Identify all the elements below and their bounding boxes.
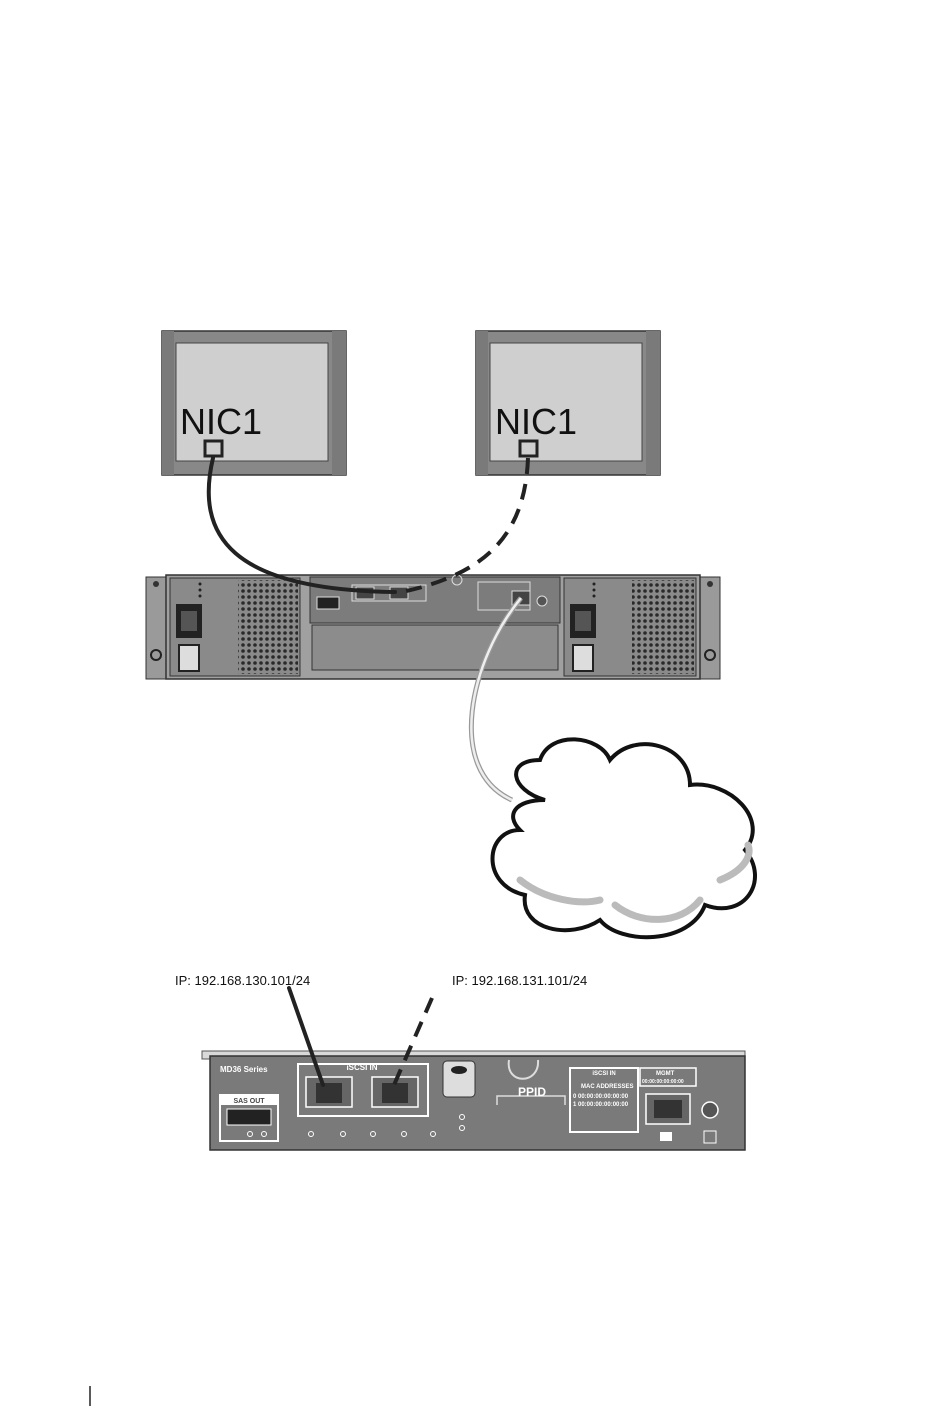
raid-controller-detail: MD36 Series SAS OUT iSCSI IN: [202, 1051, 745, 1150]
host-server-1: NIC1: [162, 331, 346, 475]
controller-slot-blank: [312, 625, 558, 670]
host1-nic-label: NIC1: [180, 401, 262, 442]
series-label: MD36 Series: [220, 1065, 268, 1074]
ip-label-port1: IP: 192.168.131.101/24: [452, 973, 587, 988]
sas-out-port[interactable]: [227, 1109, 271, 1125]
mgmt-mac: 00:00:00:00:00:00: [642, 1079, 684, 1085]
power-supply-left: [170, 578, 300, 676]
mac-row-0: 0 00:00:00:00:00:00: [573, 1094, 629, 1100]
mac-panel-title: iSCSI IN: [592, 1071, 615, 1077]
storage-array-rear: [146, 575, 720, 679]
host2-nic-label: NIC1: [495, 401, 577, 442]
serial-port[interactable]: [702, 1102, 718, 1118]
network-icon: [660, 1132, 672, 1141]
sas-out-label: SAS OUT: [233, 1098, 265, 1105]
host2-cable: [402, 458, 528, 592]
ppid-label: PPID: [518, 1085, 546, 1099]
iscsi-in-label: iSCSI IN: [346, 1063, 377, 1072]
power-supply-right: [564, 578, 696, 676]
power-switch[interactable]: [179, 645, 199, 671]
host1-cable: [209, 458, 395, 592]
network-cloud-icon: [493, 739, 756, 937]
mac-addresses-label: MAC ADDRESSES: [581, 1084, 633, 1090]
mgmt-label: MGMT: [656, 1071, 675, 1077]
ip-label-port0: IP: 192.168.130.101/24: [175, 973, 310, 988]
power-switch[interactable]: [573, 645, 593, 671]
host-server-2: NIC1: [476, 331, 660, 475]
mac-row-1: 1 00:00:00:00:00:00: [573, 1102, 629, 1108]
